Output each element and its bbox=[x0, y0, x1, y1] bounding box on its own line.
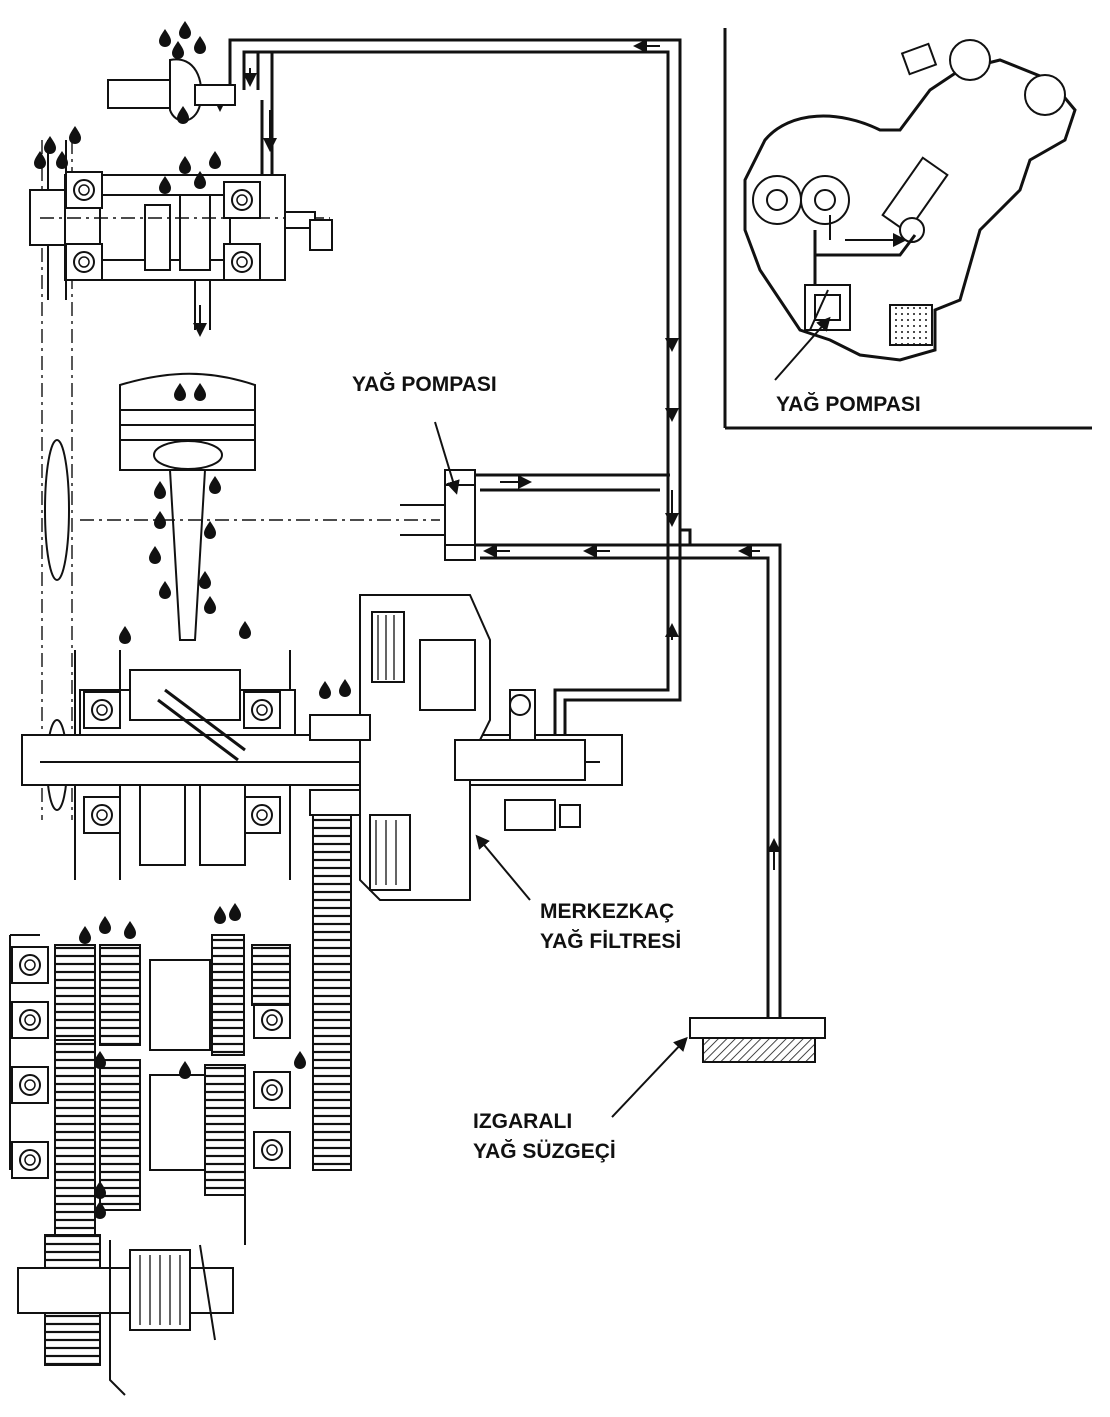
engine-cross-section-inset: YAĞ POMPASI bbox=[723, 28, 1092, 430]
centrifugal-filter-label-1: MERKEZKAÇ bbox=[540, 900, 674, 923]
oil-pump-body: YAĞ POMPASI bbox=[352, 372, 497, 561]
camshaft-assembly bbox=[29, 126, 333, 330]
strainer-label-2: YAĞ SÜZGEÇİ bbox=[473, 1139, 616, 1163]
clutch-centrifugal-filter: MERKEZKAÇ YAĞ FİLTRESİ bbox=[309, 594, 681, 953]
primary-drive-gear bbox=[309, 789, 361, 1171]
oil-strainer: IZGARALI YAĞ SÜZGEÇİ bbox=[473, 1017, 826, 1163]
centrifugal-filter-label-2: YAĞ FİLTRESİ bbox=[540, 929, 681, 953]
oil-passage-lines bbox=[193, 38, 782, 1020]
valve-rocker-assembly bbox=[107, 21, 236, 124]
strainer-label-1: IZGARALI bbox=[473, 1110, 572, 1133]
inset-oil-pump-label: YAĞ POMPASI bbox=[776, 392, 921, 416]
output-shaft bbox=[17, 1234, 234, 1396]
transmission-gears bbox=[9, 903, 306, 1271]
piston-connecting-rod bbox=[80, 372, 440, 641]
oil-pump-label: YAĞ POMPASI bbox=[352, 372, 497, 396]
